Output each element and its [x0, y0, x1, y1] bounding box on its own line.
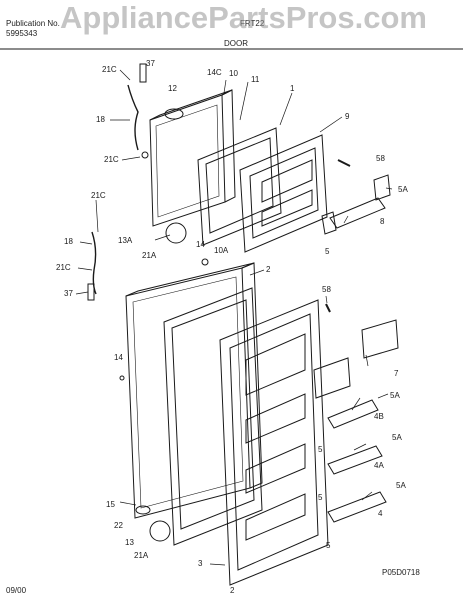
callout-37: 37	[64, 289, 73, 298]
callout-7: 7	[394, 369, 399, 378]
upper-door-outer-panel	[149, 89, 236, 227]
callout-1: 1	[290, 84, 295, 93]
callout-18: 18	[64, 237, 73, 246]
upper-inner-liner	[239, 134, 328, 253]
upper-pin-37	[139, 63, 147, 83]
plug-12	[164, 108, 184, 120]
upper-clip	[141, 151, 149, 159]
callout-37: 37	[146, 59, 155, 68]
callout-21c: 21C	[104, 155, 119, 164]
callout-12: 12	[168, 84, 177, 93]
callout-22: 22	[114, 521, 123, 530]
callout-3: 3	[198, 559, 203, 568]
upper-gasket	[197, 127, 282, 246]
lower-inner-liner	[219, 299, 329, 586]
shelf-4	[327, 491, 387, 523]
leader-lines	[75, 69, 393, 566]
callout-4b: 4B	[374, 412, 384, 421]
callout-10: 10	[229, 69, 238, 78]
hinge-13a-upper	[165, 222, 187, 244]
callout-5: 5	[318, 493, 323, 502]
callout-14: 14	[196, 240, 205, 249]
lower-pin-37	[87, 283, 95, 301]
diagram-code: P05D0718	[382, 568, 420, 577]
callout-5a: 5A	[392, 433, 402, 442]
pin-10a	[201, 258, 209, 266]
upper-cable	[127, 84, 139, 151]
model-number: FRT22	[240, 19, 265, 28]
callout-5a: 5A	[398, 185, 408, 194]
callout-15: 15	[106, 500, 115, 509]
bushing-22	[135, 505, 151, 515]
callout-21a: 21A	[142, 251, 157, 260]
callout-21c: 21C	[91, 191, 106, 200]
callout-21c: 21C	[102, 65, 117, 74]
hinge-13-lower	[149, 520, 171, 542]
publication-label: Publication No.	[6, 19, 60, 28]
footer-date: 09/00	[6, 586, 27, 595]
bin-7b	[313, 357, 351, 399]
callout-5a: 5A	[396, 481, 406, 490]
screw-58-lower	[325, 303, 331, 313]
footer-page: 2	[230, 586, 235, 595]
callout-14: 14	[114, 353, 123, 362]
callout-58: 58	[322, 285, 331, 294]
callout-9: 9	[345, 112, 350, 121]
callout-2: 2	[266, 265, 271, 274]
callout-4: 4	[378, 509, 383, 518]
lower-door-outer-panel	[125, 262, 263, 519]
callout-58: 58	[376, 154, 385, 163]
callout-5: 5	[325, 247, 330, 256]
shelf-4b	[327, 399, 379, 429]
callout-21c: 21C	[56, 263, 71, 272]
screw-58-upper	[337, 159, 351, 167]
callout-13a: 13A	[118, 236, 133, 245]
publication-number: 5995343	[6, 29, 38, 38]
bin-7a	[361, 319, 399, 359]
callout-5a: 5A	[390, 391, 400, 400]
callout-13: 13	[125, 538, 134, 547]
callout-21a: 21A	[134, 551, 149, 560]
watermark: AppliancePartsPros.com	[60, 0, 427, 35]
callout-14c: 14C	[207, 68, 222, 77]
callout-8: 8	[380, 217, 385, 226]
callout-10a: 10A	[214, 246, 229, 255]
callout-5: 5	[326, 541, 331, 550]
shelf-4a	[327, 445, 383, 475]
callout-labels: 21C 37 12 14C 10 11 1 9 18 21C 58 5A 8 2…	[56, 59, 408, 568]
callout-18: 18	[96, 115, 105, 124]
callout-5: 5	[318, 445, 323, 454]
lower-gasket	[163, 287, 263, 546]
plug-14	[119, 375, 125, 381]
callout-4a: 4A	[374, 461, 384, 470]
section-title: DOOR	[224, 39, 248, 48]
callout-11: 11	[251, 75, 260, 84]
upper-door-shelf	[321, 174, 391, 235]
